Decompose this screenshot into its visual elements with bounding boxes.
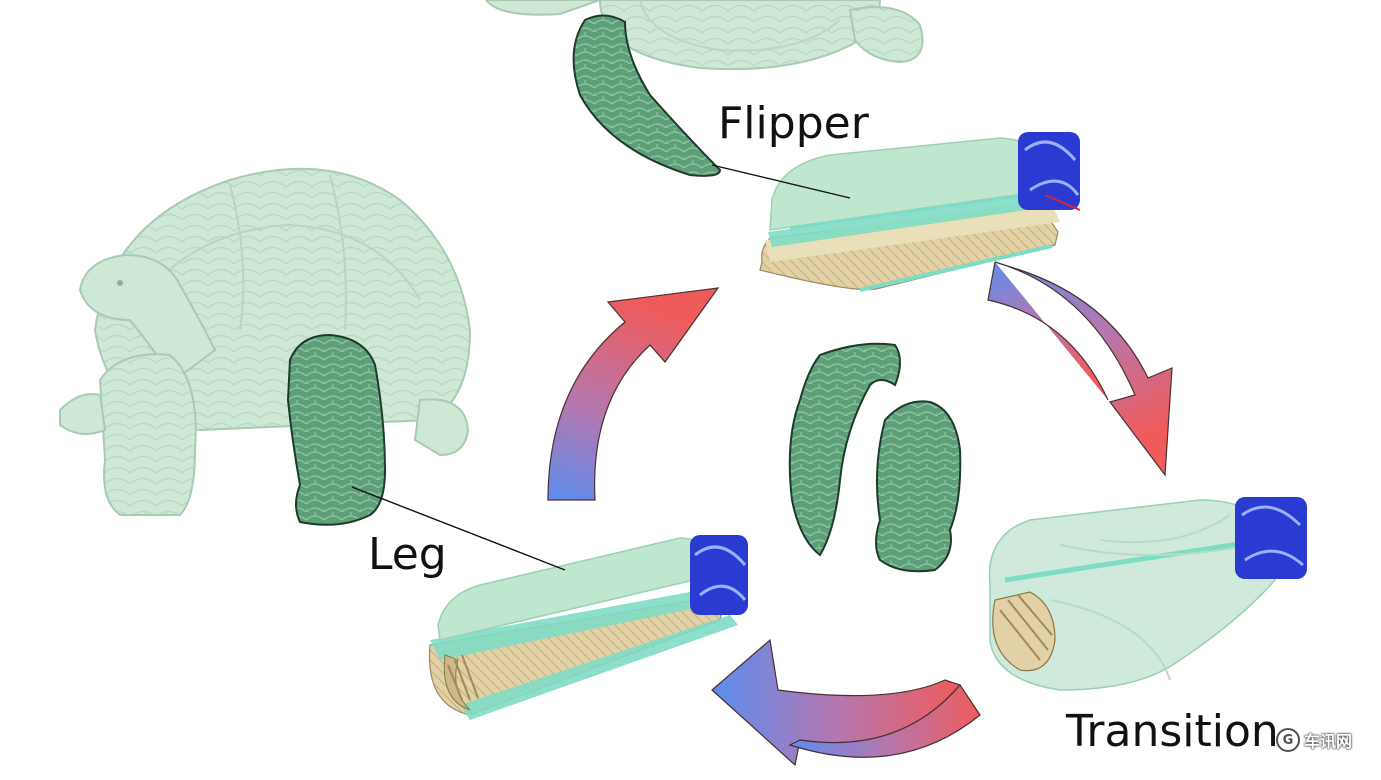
tortoise-illustration: [59, 167, 472, 516]
transition-label: Transition: [1066, 706, 1279, 757]
center-leg-icon: [875, 400, 962, 573]
flipper-leader-line: [711, 164, 851, 199]
tortoise-leg-icon: [286, 333, 387, 526]
sea-turtle-illustration: [484, 0, 924, 71]
robot-limb-transition: [988, 497, 1307, 691]
center-flipper-icon: [788, 342, 901, 557]
watermark-logo: G 车讯网: [1276, 726, 1352, 754]
leg-label: Leg: [368, 529, 447, 580]
watermark-text: 车讯网: [1304, 732, 1353, 751]
leg-leader-line: [351, 486, 566, 571]
arrow-flipper-to-transition: [987, 261, 1173, 477]
robot-limb-leg: [428, 535, 748, 720]
flipper-label: Flipper: [718, 98, 869, 149]
arrow-leg-to-flipper: [547, 287, 720, 501]
robot-limb-flipper: [759, 132, 1081, 292]
sea-turtle-flipper-icon: [572, 14, 722, 177]
watermark-glyph: G: [1276, 728, 1300, 752]
arrow-transition-to-leg: [711, 638, 981, 767]
